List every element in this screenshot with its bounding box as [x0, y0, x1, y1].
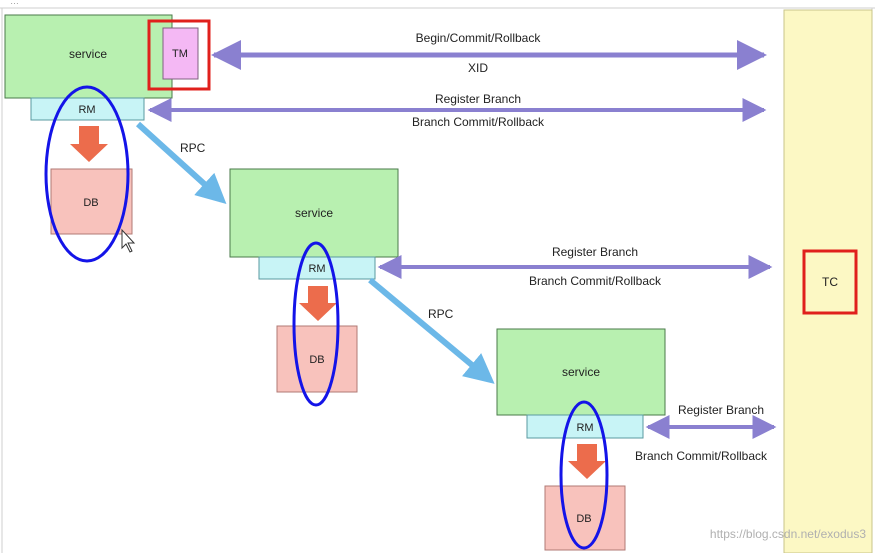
service-box-3 — [496, 328, 666, 416]
db-label-2: DB — [309, 354, 324, 366]
rpc-arrow-2 — [368, 277, 495, 384]
rm-box-3 — [526, 414, 644, 439]
tm-highlight — [147, 19, 211, 91]
service-box-1 — [4, 14, 173, 99]
rm-db-ellipse-1 — [44, 85, 130, 263]
rm-label-1: RM — [78, 104, 95, 116]
rm-box-2 — [258, 256, 376, 280]
rm2-top-label: Register Branch — [552, 245, 638, 259]
rm1-bottom-label: Branch Commit/Rollback — [412, 115, 545, 129]
rpc-label-1: RPC — [180, 141, 206, 155]
down-arrow-3 — [568, 444, 606, 479]
rm3-bottom-label: Branch Commit/Rollback — [635, 449, 768, 463]
rm-label-2: RM — [308, 263, 325, 275]
db-box-2 — [276, 325, 358, 393]
tc-label: TC — [822, 275, 838, 289]
tm-tc-top-label: Begin/Commit/Rollback — [416, 31, 542, 45]
top-strip-text: … — [10, 0, 19, 6]
tm-tc-bottom-label: XID — [468, 61, 488, 75]
db-label-1: DB — [83, 197, 98, 209]
rm3-top-label: Register Branch — [678, 403, 764, 417]
tm-box — [162, 27, 199, 80]
rm2-bottom-label: Branch Commit/Rollback — [529, 274, 662, 288]
mouse-cursor-icon — [121, 228, 136, 253]
rm1-top-label: Register Branch — [435, 92, 521, 106]
rm-db-ellipse-3 — [559, 400, 609, 550]
db-box-1 — [50, 168, 133, 235]
service-label-2: service — [295, 206, 333, 220]
rm-label-3: RM — [576, 422, 593, 434]
tc-highlight — [802, 249, 858, 315]
watermark: https://blog.csdn.net/exodus3 — [710, 527, 866, 541]
tm-label: TM — [172, 48, 188, 60]
rm-db-ellipse-2 — [292, 241, 340, 407]
service-label-3: service — [562, 365, 600, 379]
rpc-arrow-1 — [135, 121, 227, 205]
db-label-3: DB — [576, 513, 591, 525]
down-arrow-2 — [299, 286, 337, 321]
rpc-label-2: RPC — [428, 307, 454, 321]
service-label-1: service — [69, 47, 107, 61]
down-arrow-1 — [70, 126, 108, 162]
db-box-3 — [544, 485, 626, 551]
